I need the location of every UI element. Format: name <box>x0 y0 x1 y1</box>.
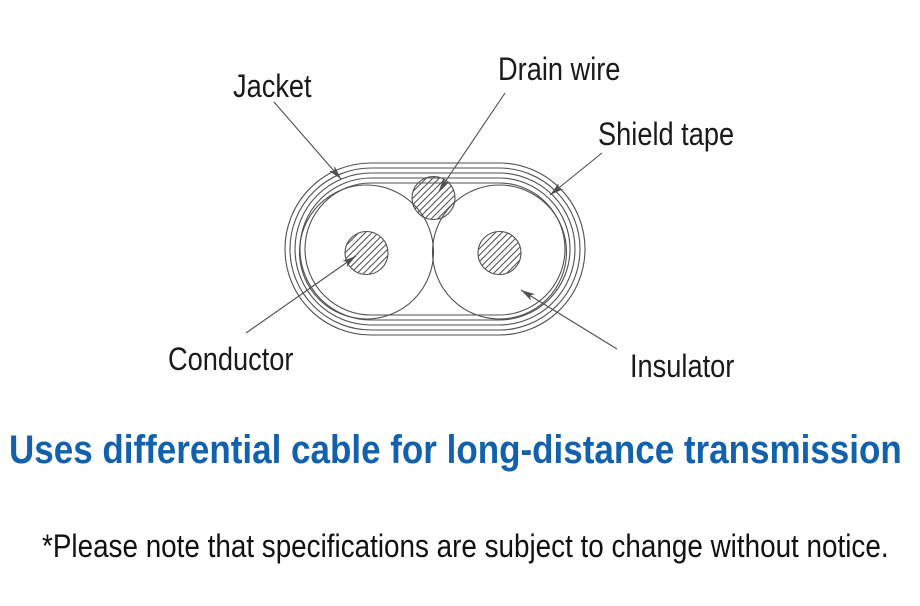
shield-tape-label: Shield tape <box>598 116 735 152</box>
headline-text: Uses differential cable for long-distanc… <box>9 428 902 472</box>
jacket-outline <box>284 162 586 336</box>
drain-wire-label: Drain wire <box>498 51 621 87</box>
conductor-label: Conductor <box>168 341 294 377</box>
conductor-leader-line <box>245 255 357 334</box>
conductor-right-circle <box>477 230 522 276</box>
leader-lines <box>245 92 618 350</box>
jacket-label: Jacket <box>233 68 312 104</box>
jacket-leader-line <box>273 101 342 180</box>
insulator-label: Insulator <box>630 348 735 384</box>
drain-wire-leader-line <box>438 92 506 192</box>
insulator-right-circle <box>431 184 568 320</box>
shield-tape-leader-line <box>549 152 603 196</box>
insulator-left-circle <box>298 184 435 320</box>
drain-wire-circle <box>411 175 456 221</box>
insulator-leader-line <box>520 289 618 350</box>
footnote-text: *Please note that specifications are sub… <box>42 528 889 564</box>
conductor-left-circle <box>344 230 389 276</box>
